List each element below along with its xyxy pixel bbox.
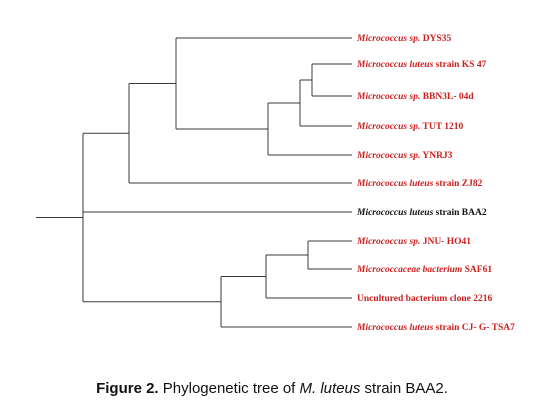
leaf-strain-name: DYS35 (420, 34, 451, 44)
leaf-label-ks47: Micrococcus luteus strain KS 47 (356, 60, 487, 70)
leaf-strain-name: strain CJ- G- TSA7 (433, 323, 515, 333)
caption-species: M. luteus (299, 380, 361, 397)
tree-branches (36, 37, 352, 328)
leaf-species-name: Micrococcaceae bacterium (356, 265, 462, 275)
figure-label: Figure 2. (96, 380, 159, 397)
leaf-label-dys35: Micrococcus sp. DYS35 (356, 34, 451, 44)
leaf-strain-name: SAF61 (462, 265, 492, 275)
leaf-strain-name: JNU- HO41 (420, 237, 471, 247)
leaf-strain-name: BBN3L- 04d (420, 92, 474, 102)
leaf-label-tut1210: Micrococcus sp. TUT 1210 (356, 122, 464, 132)
leaf-label-saf61: Micrococcaceae bacterium SAF61 (356, 265, 492, 275)
leaf-species-name: Micrococcus luteus (356, 60, 434, 70)
leaf-species-name: Micrococcus sp. (356, 34, 420, 44)
leaf-species-name: Micrococcus luteus (356, 179, 434, 189)
leaf-label-bbn3l: Micrococcus sp. BBN3L- 04d (356, 92, 474, 102)
leaf-species-name: Micrococcus luteus (356, 323, 434, 333)
leaf-label-baa2: Micrococcus luteus strain BAA2 (356, 208, 487, 218)
leaf-strain-name: strain BAA2 (433, 208, 487, 218)
leaf-species-name: Micrococcus sp. (356, 151, 420, 161)
leaf-label-zj82: Micrococcus luteus strain ZJ82 (356, 179, 483, 189)
leaf-species-name: Micrococcus sp. (356, 92, 420, 102)
leaf-strain-name: Uncultured bacterium clone 2216 (357, 294, 492, 304)
leaf-strain-name: TUT 1210 (420, 122, 463, 132)
leaf-species-name: Micrococcus sp. (356, 122, 420, 132)
leaf-label-ho41: Micrococcus sp. JNU- HO41 (356, 237, 471, 247)
leaf-species-name: Micrococcus sp. (356, 237, 420, 247)
caption-text-after: strain BAA2. (360, 380, 448, 397)
leaf-strain-name: YNRJ3 (420, 151, 452, 161)
leaf-species-name: Micrococcus luteus (356, 208, 434, 218)
leaf-label-tsa7: Micrococcus luteus strain CJ- G- TSA7 (356, 323, 515, 333)
leaf-strain-name: strain ZJ82 (433, 179, 482, 189)
leaf-strain-name: strain KS 47 (433, 60, 486, 70)
leaf-label-ynrj3: Micrococcus sp. YNRJ3 (356, 151, 453, 161)
figure-caption: Figure 2. Phylogenetic tree of M. luteus… (0, 380, 544, 397)
leaf-label-clone2216: Uncultured bacterium clone 2216 (357, 294, 492, 304)
caption-text-before: Phylogenetic tree of (158, 380, 300, 397)
